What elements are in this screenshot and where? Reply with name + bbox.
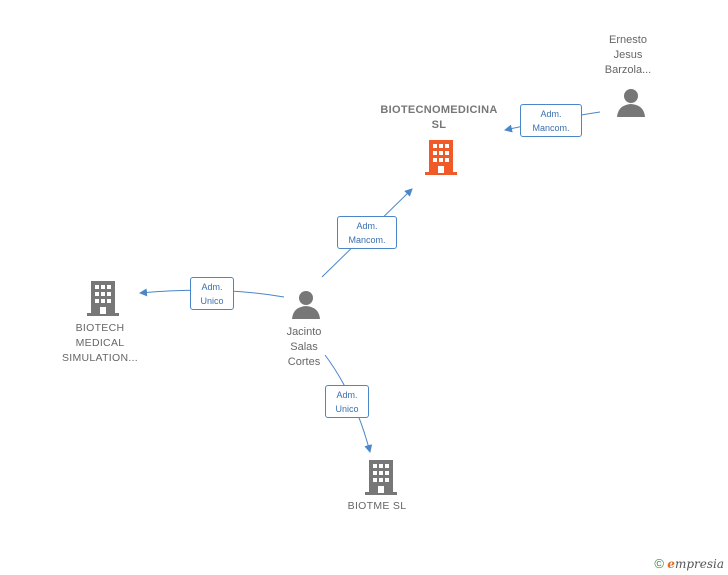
edge-label-jacinto-biotecnomedicina[interactable]: Adm. Mancom. bbox=[337, 216, 397, 249]
edge-label-jacinto-biotme[interactable]: Adm. Unico bbox=[325, 385, 369, 418]
copyright-symbol: © bbox=[654, 556, 664, 571]
node-label-biotech-medical[interactable]: BIOTECH MEDICAL SIMULATION... bbox=[61, 322, 139, 364]
node-label-biotecnomedicina[interactable]: BIOTECNOMEDICINA SL bbox=[380, 104, 498, 131]
person-icon bbox=[292, 291, 320, 319]
building-icon bbox=[87, 281, 119, 316]
building-icon bbox=[425, 140, 457, 175]
node-label-ernesto[interactable]: Ernesto Jesus Barzola... bbox=[604, 34, 652, 76]
person-icon bbox=[617, 89, 645, 117]
edge-label-ernesto-biotecnomedicina[interactable]: Adm. Mancom. bbox=[520, 104, 582, 137]
building-icon bbox=[365, 460, 397, 495]
node-label-jacinto[interactable]: Jacinto Salas Cortes bbox=[286, 326, 322, 368]
node-label-biotme[interactable]: BIOTME SL bbox=[347, 500, 407, 512]
empresia-watermark: © empresia bbox=[654, 556, 724, 571]
edge-label-jacinto-biotech-medical[interactable]: Adm. Unico bbox=[190, 277, 234, 310]
brand-initial: e bbox=[667, 557, 675, 571]
brand-name: mpresia bbox=[674, 557, 724, 571]
